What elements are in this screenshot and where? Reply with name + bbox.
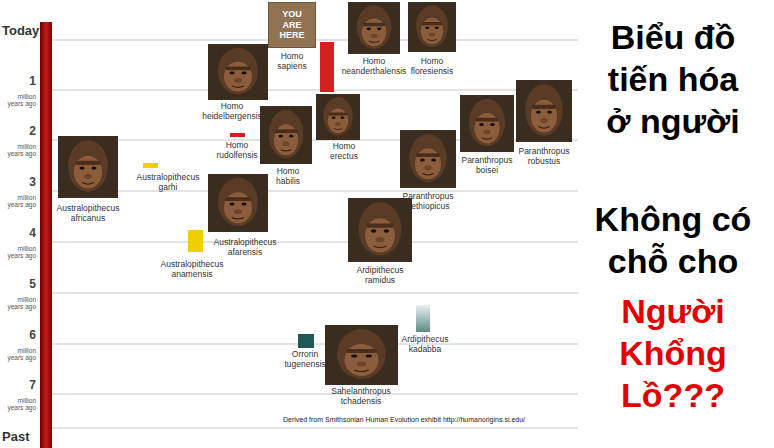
species-name: Homo heidelbergensis xyxy=(202,102,262,121)
source-caption: Derived from Smithsonian Human Evolution… xyxy=(283,416,525,424)
species-name: Homo habilis xyxy=(276,167,300,186)
axis-number: 6 xyxy=(2,329,36,342)
species-name: Australopithecus anamensis xyxy=(161,260,224,279)
species-name: Ardipithecus ramidus xyxy=(357,266,404,285)
species-name: Homo sapiens xyxy=(277,52,306,71)
species-name: Paranthropus boisei xyxy=(461,156,512,175)
species-name: Australopithecus africanus xyxy=(57,204,120,223)
species-name: Homo erectus xyxy=(330,142,358,161)
species-name: Australopithecus garhi xyxy=(137,173,200,192)
species-name: Australopithecus afarensis xyxy=(214,238,277,257)
hominin-portraits xyxy=(58,2,572,385)
headline-accent: Người Khổng Lồ??? xyxy=(588,290,758,416)
axis-unit: million years ago xyxy=(2,397,36,411)
species-name: Homo neanderthalensis xyxy=(342,57,407,76)
axis-unit: million years ago xyxy=(2,93,36,107)
grid-lines xyxy=(52,40,578,428)
species-name: Sahelanthropus tchadensis xyxy=(331,387,391,406)
headline: Không có chỗ cho xyxy=(588,198,758,282)
axis-label: Today xyxy=(2,24,39,38)
axis-number: 7 xyxy=(2,379,36,392)
axis-number: 1 xyxy=(2,75,36,88)
axis-number: 4 xyxy=(2,227,36,240)
box-text: YOU ARE HERE xyxy=(279,9,304,41)
species-name: Paranthropus robustus xyxy=(518,147,569,166)
species-name: Homo floresiensis xyxy=(411,57,454,76)
time-axis-bar xyxy=(40,22,52,448)
axis-unit: million years ago xyxy=(2,245,36,259)
species-name: Paranthropus aethiopicus xyxy=(402,192,453,211)
axis-unit: million years ago xyxy=(2,347,36,361)
species-name: Ardipithecus kadabba xyxy=(402,335,449,354)
axis-unit: million years ago xyxy=(2,194,36,208)
axis-unit: million years ago xyxy=(2,296,36,310)
axis-unit: million years ago xyxy=(2,143,36,157)
chart-title: Biểu đồ tiến hóa ở người xyxy=(598,16,748,142)
axis-number: 2 xyxy=(2,125,36,138)
range-bars xyxy=(143,42,430,348)
you-are-here-box: YOU ARE HERE xyxy=(268,2,316,48)
species-name: Orrorin tugenensis xyxy=(284,350,325,369)
species-name: Homo rudolfensis xyxy=(216,141,257,160)
axis-number: 5 xyxy=(2,278,36,291)
axis-number: 3 xyxy=(2,176,36,189)
axis-label: Past xyxy=(2,430,29,444)
